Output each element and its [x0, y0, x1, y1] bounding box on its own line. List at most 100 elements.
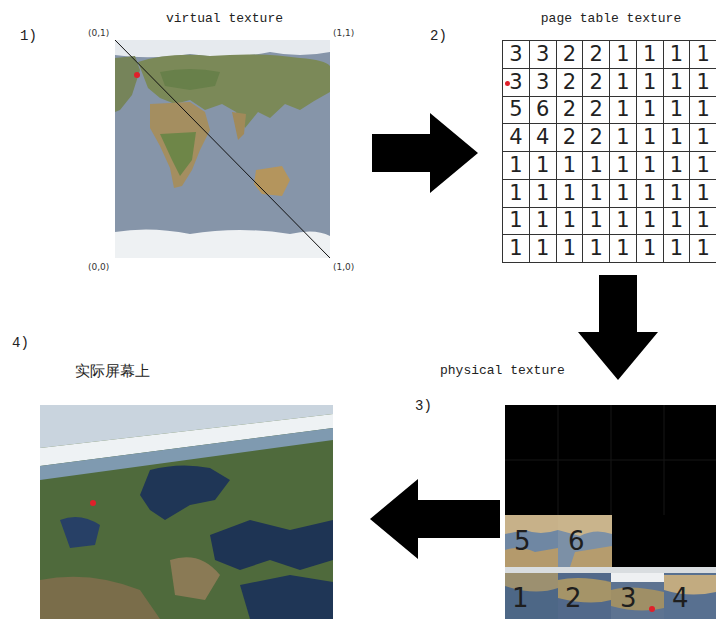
table-cell: 1: [609, 151, 637, 180]
tile-number: 3: [620, 584, 637, 612]
page-index: 1: [670, 155, 683, 176]
texture-panel: 实际屏幕上: [40, 362, 333, 619]
table-cell: 1: [502, 179, 530, 208]
table-cell: 1: [663, 96, 691, 125]
page-index: 1: [670, 183, 683, 204]
page-index: 1: [616, 238, 629, 259]
table-cell: 1: [663, 151, 691, 180]
table-cell: 2: [556, 96, 584, 125]
texture-panel: page table texture3322111133221111562211…: [502, 10, 716, 262]
virtual-texture-image: [115, 40, 330, 258]
panel-title: virtual texture: [115, 10, 334, 28]
table-cell: 1: [663, 40, 691, 69]
panel-title: page table texture: [502, 10, 716, 28]
page-index: 1: [616, 127, 629, 148]
page-index: 2: [563, 44, 576, 65]
table-cell: 2: [556, 123, 584, 152]
table-cell: 2: [582, 96, 610, 125]
page-index: 1: [616, 44, 629, 65]
panel-number: 1): [20, 28, 37, 44]
page-index: 1: [696, 238, 709, 259]
page-index: 1: [509, 238, 522, 259]
table-cell: 1: [689, 68, 716, 97]
page-index: 5: [509, 99, 522, 120]
table-cell: 5: [502, 96, 530, 125]
page-index: 1: [616, 99, 629, 120]
table-cell: 3: [502, 68, 530, 97]
page-index: 1: [670, 72, 683, 93]
table-cell: 1: [689, 207, 716, 236]
page-index: 1: [509, 155, 522, 176]
page-index: 1: [589, 183, 602, 204]
table-cell: 2: [582, 40, 610, 69]
table-cell: 1: [529, 207, 557, 236]
table-cell: 1: [609, 40, 637, 69]
panel-number: 3): [415, 398, 432, 414]
page-index: 1: [589, 238, 602, 259]
page-table-grid: 3322111133221111562211114422111111111111…: [502, 40, 716, 262]
table-cell: 1: [689, 123, 716, 152]
table-cell: 1: [556, 234, 584, 263]
table-cell: 1: [582, 234, 610, 263]
table-cell: 1: [556, 179, 584, 208]
table-cell: 1: [636, 40, 664, 69]
page-index: 2: [563, 127, 576, 148]
table-cell: 1: [609, 123, 637, 152]
page-index: 1: [563, 155, 576, 176]
page-index: 1: [643, 210, 656, 231]
page-index: 1: [536, 183, 549, 204]
page-index: 1: [643, 44, 656, 65]
table-cell: 1: [529, 179, 557, 208]
page-index: 1: [643, 155, 656, 176]
table-cell: 1: [663, 68, 691, 97]
page-index: 1: [589, 155, 602, 176]
page-index: 3: [509, 44, 522, 65]
table-cell: 1: [689, 151, 716, 180]
page-index: 1: [589, 210, 602, 231]
table-cell: 1: [609, 207, 637, 236]
table-cell: 1: [529, 234, 557, 263]
screen-image: [40, 405, 333, 619]
page-index: 4: [536, 127, 549, 148]
page-index: 1: [670, 127, 683, 148]
page-index: 1: [643, 127, 656, 148]
page-index: 1: [696, 155, 709, 176]
table-cell: 1: [556, 207, 584, 236]
table-cell: 2: [556, 40, 584, 69]
table-cell: 1: [663, 123, 691, 152]
page-index: 1: [696, 183, 709, 204]
uv-coordinate: (1,1): [333, 28, 354, 39]
table-cell: 1: [636, 123, 664, 152]
table-cell: 1: [636, 179, 664, 208]
table-cell: 1: [609, 68, 637, 97]
table-cell: 1: [529, 151, 557, 180]
page-index: 2: [589, 99, 602, 120]
page-index: 1: [670, 238, 683, 259]
table-cell: 1: [689, 96, 716, 125]
page-index: 1: [563, 210, 576, 231]
table-cell: 1: [502, 207, 530, 236]
table-cell: 3: [529, 40, 557, 69]
table-cell: 1: [636, 68, 664, 97]
page-index: 1: [670, 44, 683, 65]
page-index: 2: [589, 72, 602, 93]
flow-arrow: [372, 113, 478, 193]
table-cell: 1: [582, 151, 610, 180]
table-cell: 1: [689, 40, 716, 69]
uv-coordinate: (1,0): [333, 262, 354, 273]
table-cell: 2: [556, 68, 584, 97]
page-index: 3: [509, 72, 522, 93]
page-index: 1: [696, 44, 709, 65]
table-cell: 1: [636, 96, 664, 125]
page-index: 1: [643, 183, 656, 204]
panel-title: 实际屏幕上: [75, 362, 150, 380]
page-index: 6: [536, 99, 549, 120]
page-index: 2: [589, 44, 602, 65]
flow-arrow: [578, 275, 658, 380]
table-cell: 1: [636, 234, 664, 263]
table-cell: 1: [609, 234, 637, 263]
table-cell: 1: [663, 179, 691, 208]
tile-number: 6: [568, 527, 585, 555]
table-cell: 1: [636, 207, 664, 236]
page-index: 1: [670, 99, 683, 120]
